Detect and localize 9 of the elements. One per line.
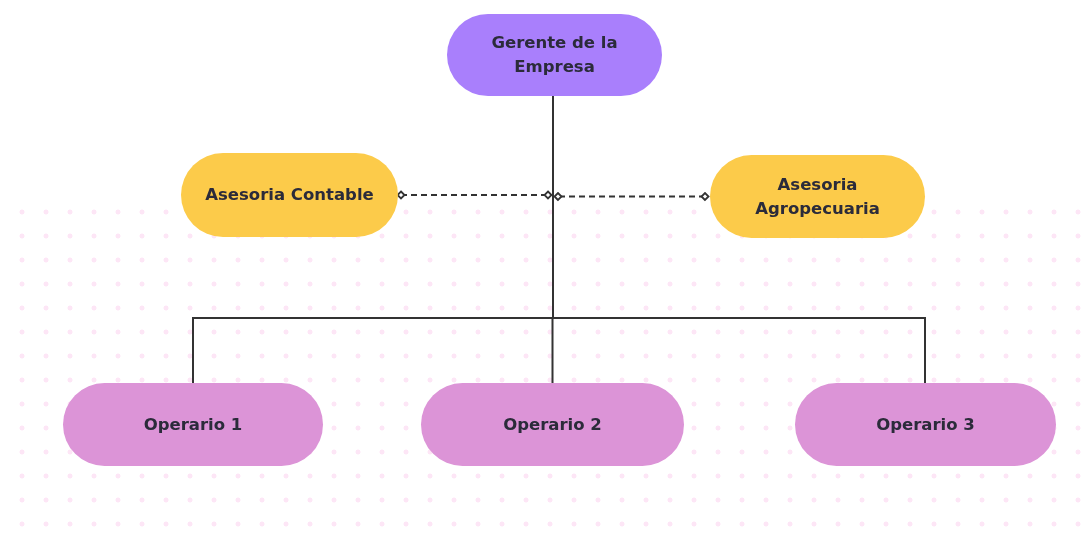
node-label: Operario 1 — [143, 413, 243, 436]
dashed-connector — [553, 192, 710, 201]
rounded-node — [795, 383, 1056, 466]
node-label: Asesoria Contable — [205, 184, 374, 207]
node-label: Operario 3 — [876, 413, 975, 436]
node-label: Operario 2 — [503, 413, 602, 436]
node-label: Gerente de la Empresa — [490, 32, 619, 78]
dashed-connector — [396, 190, 553, 200]
node-label: Asesoria Agropecuaria — [754, 173, 881, 220]
